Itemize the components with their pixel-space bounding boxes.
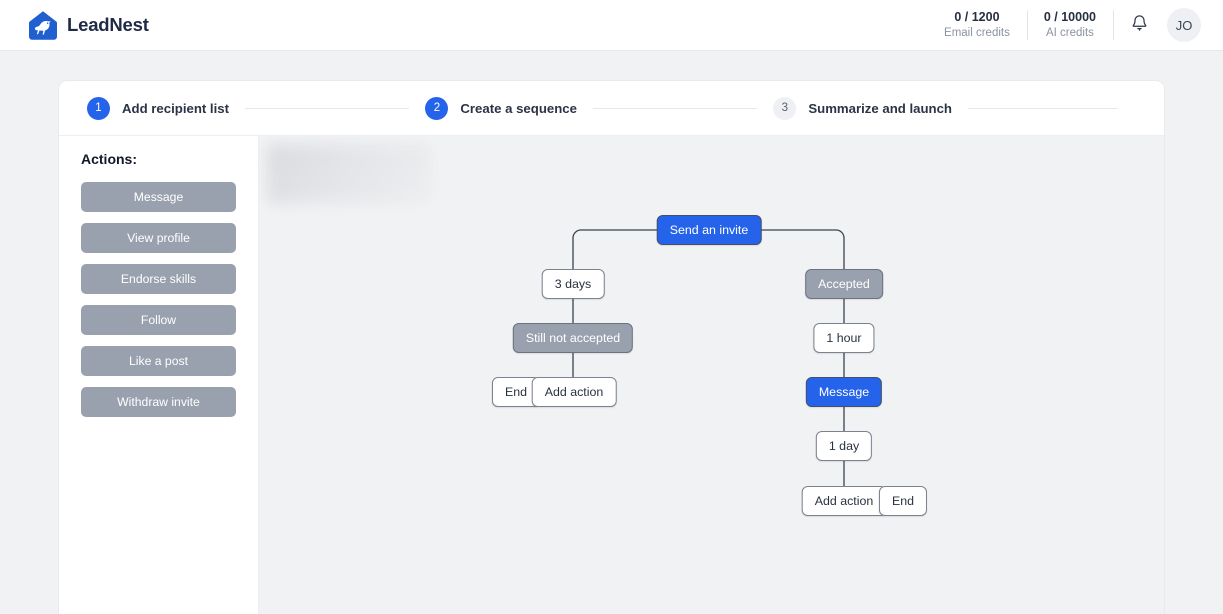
- action-button-view-profile[interactable]: View profile: [81, 223, 236, 253]
- ai-credits-label: AI credits: [1045, 27, 1094, 40]
- sequence-builder-card: 1 Add recipient list 2 Create a sequence…: [58, 80, 1165, 614]
- bell-icon: [1131, 13, 1148, 37]
- step-2-label: Create a sequence: [460, 100, 577, 116]
- flow-node-delay-3-days[interactable]: 3 days: [541, 269, 605, 299]
- page-container: 1 Add recipient list 2 Create a sequence…: [0, 51, 1223, 614]
- action-button-like-a-post[interactable]: Like a post: [81, 346, 236, 376]
- avatar[interactable]: JO: [1167, 8, 1201, 42]
- notifications-button[interactable]: [1113, 0, 1165, 50]
- action-button-endorse-skills[interactable]: Endorse skills: [81, 264, 236, 294]
- email-credits-label: Email credits: [944, 27, 1010, 40]
- action-button-withdraw-invite[interactable]: Withdraw invite: [81, 387, 236, 417]
- email-credits: 0 / 1200 Email credits: [927, 10, 1027, 41]
- blurred-node-placeholder: [267, 144, 432, 204]
- flow-edges: [572, 229, 845, 486]
- actions-title: Actions:: [81, 151, 137, 167]
- step-summarize-and-launch[interactable]: 3 Summarize and launch: [773, 96, 952, 120]
- step-create-a-sequence[interactable]: 2 Create a sequence: [425, 96, 577, 120]
- step-2-badge: 2: [425, 96, 449, 120]
- actions-panel: Actions: Message View profile Endorse sk…: [59, 136, 259, 614]
- flow-node-accepted[interactable]: Accepted: [805, 269, 883, 299]
- step-1-badge: 1: [87, 96, 110, 120]
- header-right-cluster: 0 / 1200 Email credits 0 / 10000 AI cred…: [927, 0, 1201, 50]
- flow-node-delay-1-hour[interactable]: 1 hour: [813, 323, 875, 353]
- flow-node-message[interactable]: Message: [805, 377, 883, 407]
- flow-node-add-action-right[interactable]: Add action: [801, 486, 887, 516]
- ai-credits: 0 / 10000 AI credits: [1027, 10, 1113, 41]
- flow-node-delay-1-day[interactable]: 1 day: [815, 431, 873, 461]
- flow-node-add-action-left[interactable]: Add action: [531, 377, 617, 407]
- step-add-recipient-list[interactable]: 1 Add recipient list: [87, 96, 229, 120]
- step-1-label: Add recipient list: [122, 100, 229, 116]
- brand-name: LeadNest: [67, 14, 149, 35]
- sequence-canvas[interactable]: Send an invite 3 days Still not accepted…: [259, 136, 1164, 614]
- brand-logo[interactable]: LeadNest: [28, 10, 149, 41]
- wizard-stepper: 1 Add recipient list 2 Create a sequence…: [59, 81, 1164, 136]
- action-button-message[interactable]: Message: [81, 182, 236, 212]
- step-3-label: Summarize and launch: [808, 100, 952, 116]
- card-body: Actions: Message View profile Endorse sk…: [59, 136, 1164, 614]
- flow-node-end-right[interactable]: End: [878, 486, 928, 516]
- bird-house-logo-icon: [28, 10, 58, 41]
- flow-node-send-an-invite[interactable]: Send an invite: [656, 215, 762, 245]
- step-3-badge: 3: [773, 96, 797, 120]
- action-button-follow[interactable]: Follow: [81, 305, 236, 335]
- flow-node-still-not-accepted[interactable]: Still not accepted: [512, 323, 634, 353]
- email-credits-value: 0 / 1200: [954, 9, 1000, 24]
- flow-graph: Send an invite 3 days Still not accepted…: [259, 136, 1164, 614]
- app-header: LeadNest 0 / 1200 Email credits 0 / 1000…: [0, 0, 1223, 51]
- ai-credits-value: 0 / 10000: [1043, 9, 1096, 24]
- step-connector-1: [244, 107, 410, 109]
- step-connector-2: [592, 107, 758, 109]
- step-connector-3: [968, 107, 1118, 109]
